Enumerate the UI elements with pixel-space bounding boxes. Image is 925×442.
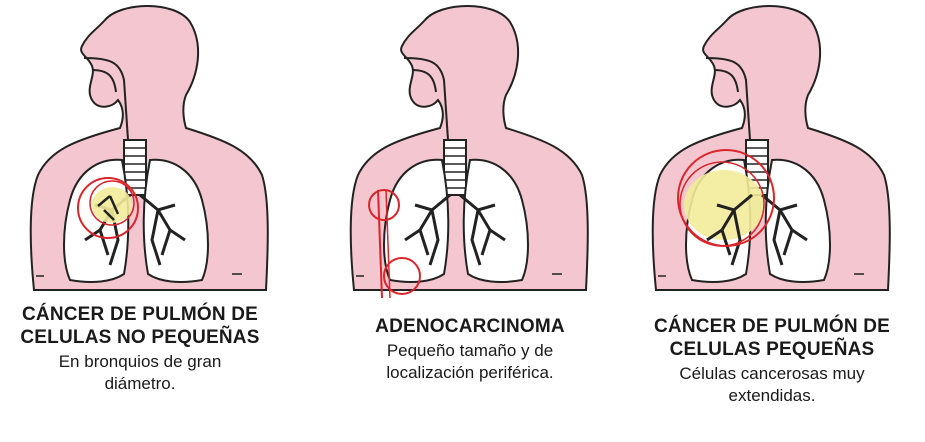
panel-title: ADENOCARCINOMA — [320, 315, 620, 338]
panel-description: Células cancerosas muy extendidas. — [652, 363, 892, 407]
panel-title: CÁNCER DE PULMÓN DE CELULAS PEQUEÑAS — [622, 315, 922, 361]
panel-title: CÁNCER DE PULMÓN DE CELULAS NO PEQUEÑAS — [10, 303, 270, 349]
body-illustration — [320, 0, 620, 300]
caption: ADENOCARCINOMA Pequeño tamaño y de local… — [320, 315, 620, 384]
trachea — [444, 140, 466, 195]
body-illustration — [0, 0, 300, 300]
panel-non-small-cell: CÁNCER DE PULMÓN DE CELULAS NO PEQUEÑAS … — [0, 0, 300, 442]
panel-description: En bronquios de gran diámetro. — [25, 351, 255, 395]
panel-description: Pequeño tamaño y de localización perifér… — [350, 340, 590, 384]
body-illustration — [622, 0, 922, 300]
caption: CÁNCER DE PULMÓN DE CELULAS NO PEQUEÑAS … — [0, 303, 280, 395]
panel-small-cell: CÁNCER DE PULMÓN DE CELULAS PEQUEÑAS Cél… — [622, 0, 922, 442]
panel-adenocarcinoma: ADENOCARCINOMA Pequeño tamaño y de local… — [320, 0, 620, 442]
caption: CÁNCER DE PULMÓN DE CELULAS PEQUEÑAS Cél… — [622, 315, 922, 407]
